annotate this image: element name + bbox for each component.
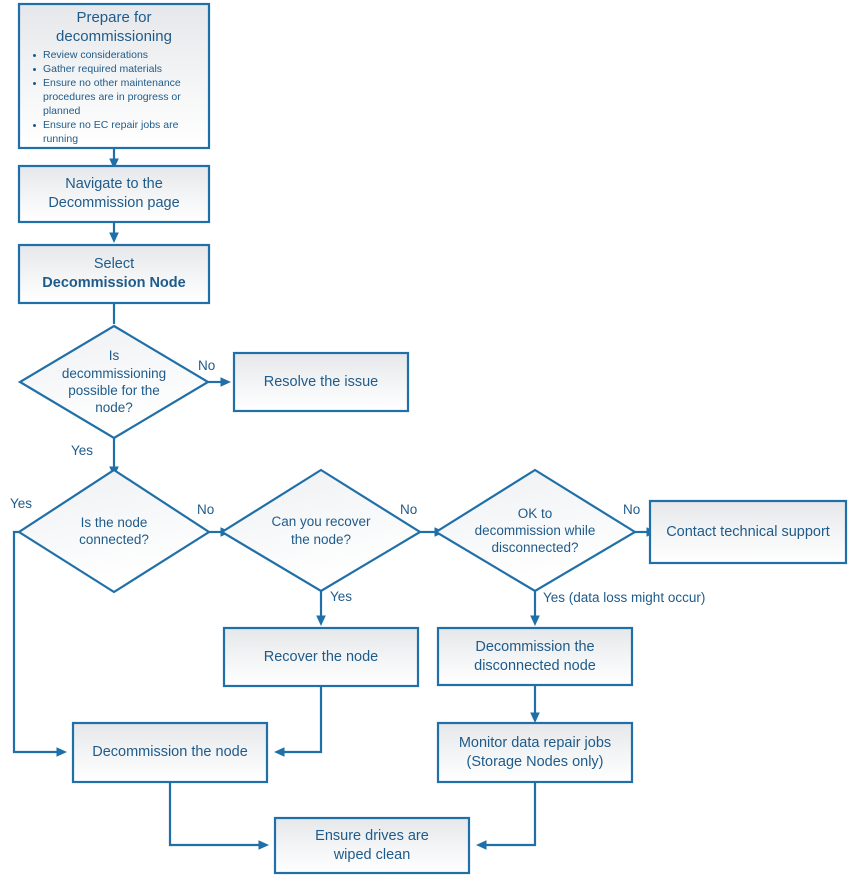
edge-label-connected-no: No: [197, 502, 215, 517]
edge-label-recover-no: No: [400, 502, 418, 517]
edge-label-ok-yes: Yes (data loss might occur): [543, 590, 706, 605]
edge-label-connected-yes: Yes: [10, 496, 33, 511]
edge-label-recover-yes: Yes: [330, 589, 353, 604]
edge-label-ok-no: No: [623, 502, 641, 517]
edge-label-possible-no: No: [198, 358, 216, 373]
edge-label-possible-yes: Yes: [71, 443, 94, 458]
